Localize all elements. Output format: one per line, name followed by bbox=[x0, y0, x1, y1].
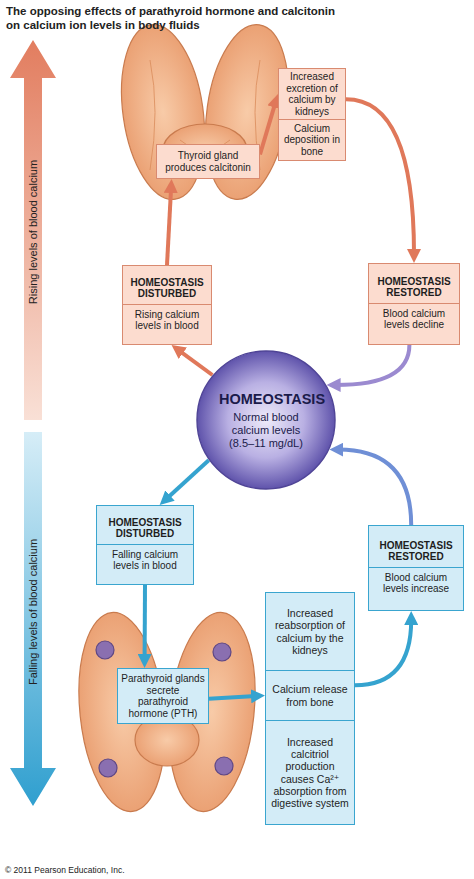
node-heading: HOMEOSTASIS DISTURBED bbox=[123, 275, 211, 304]
diagram-title: The opposing effects of parathyroid horm… bbox=[6, 4, 336, 32]
node-text: Rising calcium levels in blood bbox=[123, 304, 211, 336]
copyright-note: © 2011 Pearson Education, Inc. bbox=[5, 863, 265, 877]
process-box: Parathyroid glands secrete parathyroid h… bbox=[117, 668, 209, 724]
circle-shape bbox=[197, 351, 335, 489]
node-text: Normal blood calcium levels (8.5–11 mg/d… bbox=[216, 409, 316, 451]
node-text: Increased reabsorption of calcium by the… bbox=[266, 605, 354, 657]
node-text: Blood calcium levels decline bbox=[369, 303, 459, 335]
state-box: HOMEOSTASIS DISTURBEDRising calcium leve… bbox=[122, 265, 212, 345]
node-heading: HOMEOSTASIS RESTORED bbox=[369, 274, 459, 303]
flow-arrow bbox=[355, 620, 411, 685]
effect-box: Increased excretion of calcium by kidney… bbox=[278, 68, 346, 120]
node-heading: HOMEOSTASIS DISTURBED bbox=[97, 515, 193, 544]
node-text: Blood calcium levels increase bbox=[369, 567, 463, 599]
parathyroid-gland bbox=[215, 757, 233, 775]
flow-arrow bbox=[143, 585, 147, 659]
node-text: Thyroid gland produces calcitonin bbox=[157, 148, 259, 175]
axis-label: Falling levels of blood calcium bbox=[26, 462, 40, 762]
node-heading: HOMEOSTASIS RESTORED bbox=[369, 538, 463, 567]
state-box: HOMEOSTASIS RESTOREDBlood calcium levels… bbox=[368, 525, 464, 611]
homeostasis-circle: HOMEOSTASISNormal blood calcium levels (… bbox=[196, 350, 336, 490]
state-box: HOMEOSTASIS DISTURBEDFalling calcium lev… bbox=[96, 505, 194, 585]
state-box: HOMEOSTASIS RESTOREDBlood calcium levels… bbox=[368, 263, 460, 345]
falling-arrow bbox=[10, 432, 56, 806]
flow-arrow bbox=[260, 103, 275, 155]
parathyroid-gland bbox=[213, 643, 231, 661]
parathyroid-illustration bbox=[70, 608, 264, 816]
parathyroid-gland bbox=[99, 759, 117, 777]
flow-arrow bbox=[338, 450, 411, 525]
rising-arrow bbox=[10, 40, 56, 420]
axis-label: Rising levels of blood calcium bbox=[26, 82, 40, 382]
thyroid-illustration bbox=[111, 19, 299, 204]
node-text: Falling calcium levels in blood bbox=[97, 544, 193, 576]
node-heading: HOMEOSTASIS bbox=[216, 389, 316, 410]
flow-arrow bbox=[209, 696, 256, 699]
flow-arrow bbox=[179, 350, 213, 375]
node-text: Increased calcitriol production causes C… bbox=[266, 734, 354, 810]
effect-box: Increased calcitriol production causes C… bbox=[265, 720, 355, 825]
parathyroid-gland bbox=[96, 641, 114, 659]
effect-box: Calcium deposition in bone bbox=[278, 119, 346, 161]
flow-arrow bbox=[346, 99, 414, 254]
node-text: Calcium release from bone bbox=[266, 681, 354, 709]
flow-arrow bbox=[166, 460, 208, 499]
effect-box: Calcium release from bone bbox=[265, 670, 355, 721]
flow-arrow bbox=[336, 345, 410, 385]
node-text: Calcium deposition in bone bbox=[279, 121, 345, 160]
process-box: Thyroid gland produces calcitonin bbox=[156, 144, 260, 179]
node-text: Parathyroid glands secrete parathyroid h… bbox=[118, 671, 208, 721]
flow-arrow bbox=[167, 188, 171, 265]
effect-box: Increased reabsorption of calcium by the… bbox=[265, 592, 355, 671]
node-text: Increased excretion of calcium by kidney… bbox=[279, 69, 345, 119]
